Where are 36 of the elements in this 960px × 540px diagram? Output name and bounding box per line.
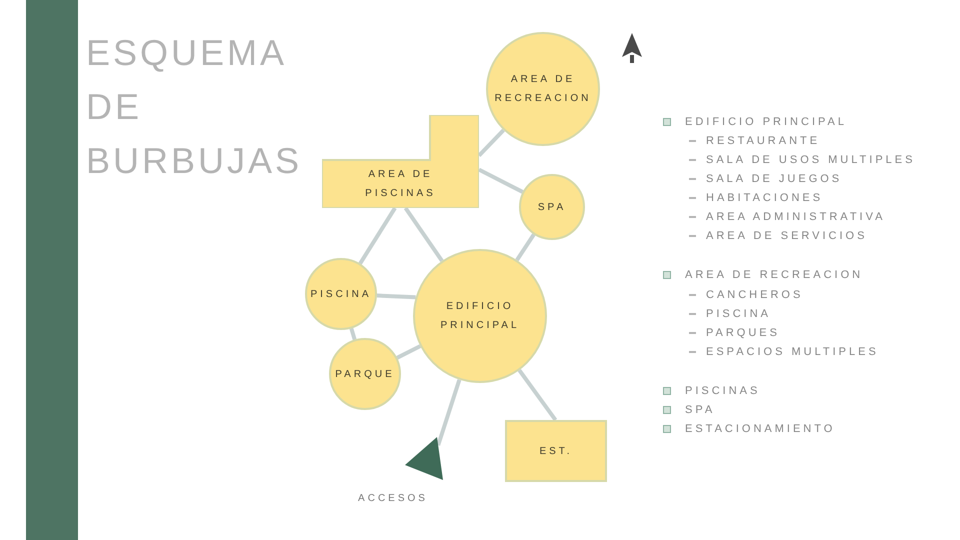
bubble-label: EDIFICIO PRINCIPAL xyxy=(439,300,521,333)
title-heading: ESQUEMA DE BURBUJAS xyxy=(86,31,304,183)
list-item-text: CANCHEROS xyxy=(706,288,804,302)
bubble-label: AREA DE PISCINAS xyxy=(364,168,437,201)
connector-line xyxy=(478,168,524,194)
connector-line xyxy=(436,379,462,446)
connector-line xyxy=(349,328,357,340)
bubble-label: EST. xyxy=(539,444,573,458)
list-item-text: HABITACIONES xyxy=(706,191,824,205)
connector-line xyxy=(404,206,444,262)
area-box xyxy=(505,420,607,482)
list-item-text: ESTACIONAMIENTO xyxy=(685,422,836,436)
list-item-text: PISCINAS xyxy=(685,384,760,398)
list-item-text: RESTAURANTE xyxy=(706,134,820,148)
connector-line xyxy=(396,344,422,360)
list-item-text: AREA DE RECREACION xyxy=(685,268,864,282)
list-item-text: PISCINA xyxy=(706,307,772,321)
connector-line xyxy=(358,206,397,265)
l-shaped-area xyxy=(322,115,479,208)
list-item-text: AREA DE SERVICIOS xyxy=(706,229,868,243)
list-item-text: SALA DE JUEGOS xyxy=(706,172,842,186)
caption-label: ACCESOS xyxy=(357,492,429,506)
list-item-text: SPA xyxy=(685,403,716,417)
list-item-text: EDIFICIO PRINCIPAL xyxy=(685,115,847,129)
bubble-label: PARQUE xyxy=(335,368,395,382)
connector-line xyxy=(518,368,558,422)
connector-line xyxy=(515,233,536,262)
list-item-text: ESPACIOS MULTIPLES xyxy=(706,345,879,359)
list-item-text: AREA ADMINISTRATIVA xyxy=(706,210,886,224)
connector-line xyxy=(478,128,505,158)
list-item-text: PARQUES xyxy=(706,326,780,340)
connector-line xyxy=(376,294,416,300)
list-item-text: SALA DE USOS MULTIPLES xyxy=(706,153,916,167)
bubble-label: SPA xyxy=(538,200,566,214)
bubble-label: PISCINA xyxy=(310,288,372,302)
bubble-label: AREA DE RECREACION xyxy=(494,73,592,106)
